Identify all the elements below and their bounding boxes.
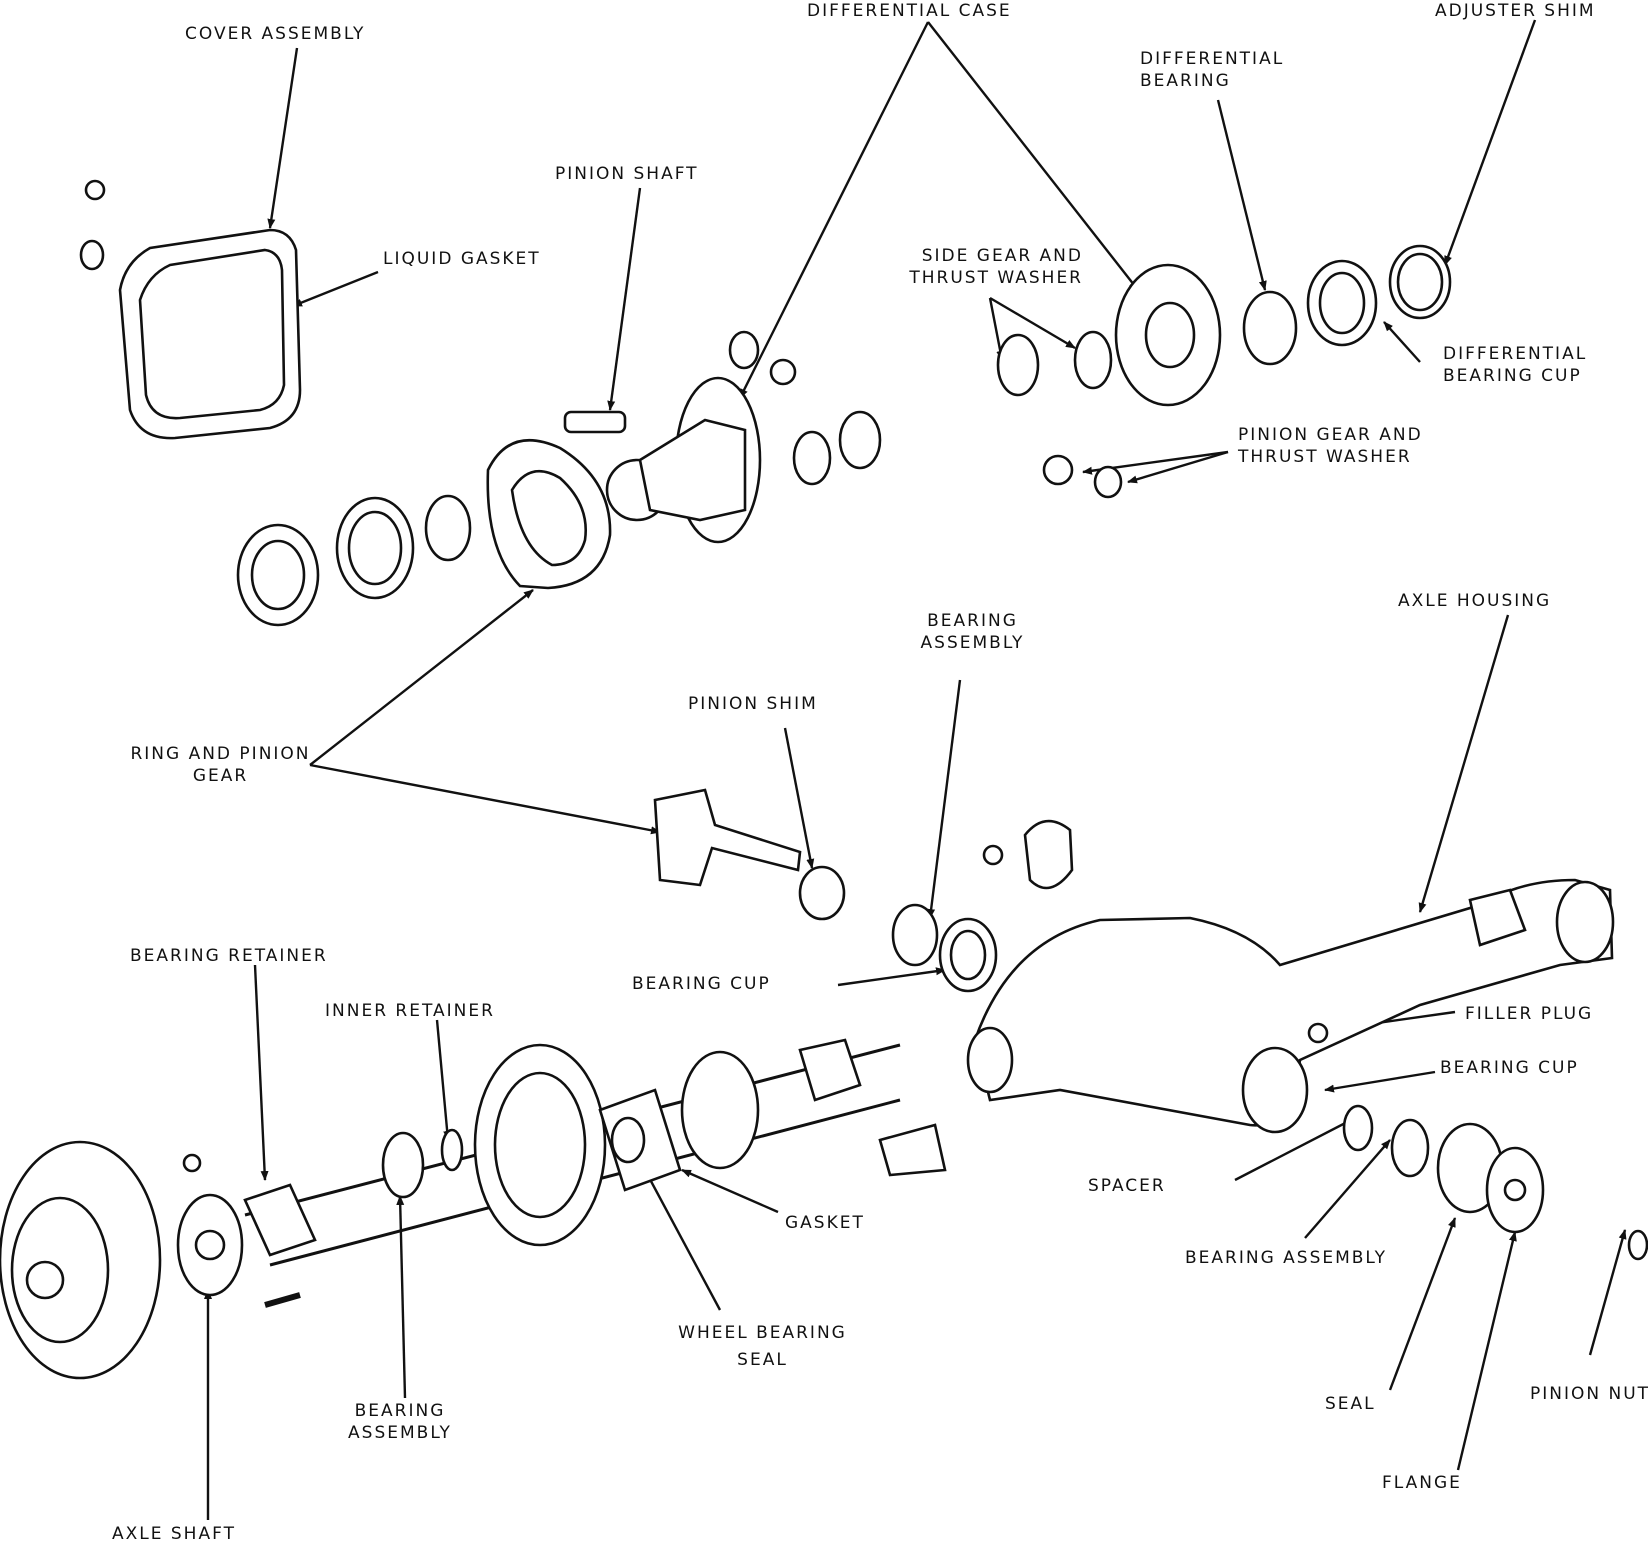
bearing-assembly-right-part [1390,1118,1430,1178]
housing-pinion-bore [1241,1046,1309,1134]
cover-clip [79,239,105,271]
label-ring-and-pinion-gear: RING AND PINION GEAR [130,744,311,786]
drive-pinion-part [653,788,802,887]
bearing-retainer-part [243,1183,317,1257]
label-adjuster-shim: ADJUSTER SHIM [1435,1,1596,21]
pinion-nut-part [1627,1229,1648,1261]
label-differential-bearing-cup: DIFFERENTIAL BEARING CUP [1443,344,1588,386]
axle-flange-hub [194,1229,226,1261]
label-bearing-assembly-bottom: BEARING ASSEMBLY [348,1401,452,1443]
label-flange: FLANGE [1382,1473,1462,1493]
label-liquid-gasket: LIQUID GASKET [383,249,541,269]
bearing-cap-part [1023,819,1074,890]
brake-drum-hub [25,1260,65,1300]
label-filler-plug: FILLER PLUG [1465,1004,1594,1024]
small-washer-top [728,330,760,370]
label-cover-assembly: COVER ASSEMBLY [185,24,366,44]
left-bearing-race-inner [347,510,403,586]
label-axle-shaft: AXLE SHAFT [112,1524,236,1544]
label-side-gear-thrust-washer: SIDE GEAR AND THRUST WASHER [909,246,1083,288]
label-spacer: SPACER [1088,1176,1166,1196]
label-differential-case: DIFFERENTIAL CASE [807,1,1012,21]
upper-nut [182,1153,202,1173]
label-axle-housing: AXLE HOUSING [1398,591,1552,611]
ring-gear-inner [510,469,587,567]
thrust-washer-right [1073,330,1113,390]
housing-bracket-left [878,1123,947,1177]
label-inner-retainer: INNER RETAINER [325,1001,495,1021]
parts [0,179,1648,1380]
pinion-thrust-washer-part [1093,465,1123,499]
side-gear-washer-left [792,430,832,486]
label-bearing-assembly-top: BEARING ASSEMBLY [920,611,1025,653]
axle-housing-flange-left [680,1050,760,1170]
label-pinion-nut: PINION NUT [1530,1384,1648,1404]
pinion-gear-part [1042,454,1074,486]
pinion-shim-part [798,865,846,921]
label-pinion-shaft: PINION SHAFT [555,164,699,184]
cover-bolt [84,179,106,201]
adjuster-shim-inner [1396,252,1444,312]
cover-inner-ring [138,248,286,420]
backing-plate-inner [493,1071,587,1219]
label-bearing-retainer: BEARING RETAINER [130,946,328,966]
label-bearing-assembly-right: BEARING ASSEMBLY [1185,1248,1388,1268]
label-pinion-shim: PINION SHIM [688,694,818,714]
differential-bearing-cup-inner [1318,271,1366,335]
wheel-bearing-seal-part [610,1116,646,1164]
spring-pad-right [1468,888,1527,947]
filler-plug-part [1307,1022,1329,1044]
small-pinion-top [769,358,797,386]
pinion-shaft-part [563,410,627,434]
differential-bearing-part [1242,290,1298,366]
axle-housing-end-right [1555,880,1615,964]
label-seal: SEAL [1325,1394,1376,1414]
differential-case-right-hub [1144,301,1196,369]
flange-hub [1503,1178,1527,1202]
side-gear-right [996,333,1040,397]
cap-bolt [982,844,1004,866]
left-roller-bearing [424,494,472,562]
label-differential-bearing: DIFFERENTIAL BEARING [1140,49,1285,91]
side-gear-left [838,410,882,470]
lower-bolt [264,1292,301,1308]
label-gasket: GASKET [785,1213,865,1233]
label-bearing-cup-right: BEARING CUP [1440,1058,1579,1078]
housing-bearing-cup-part [1342,1104,1374,1152]
label-wheel-bearing-seal: WHEEL BEARING SEAL [678,1323,847,1370]
label-pinion-gear-thrust-washer: PINION GEAR AND THRUST WASHER [1238,425,1423,467]
left-bearing-cup-inner [250,539,306,611]
axle-bearing-part [381,1131,425,1199]
axle-housing-end-left [966,1026,1014,1094]
spring-pad-left [798,1038,862,1102]
pinion-bearing-cup-inner [949,929,987,981]
inner-retainer-part [440,1128,464,1172]
label-bearing-cup-left: BEARING CUP [632,974,771,994]
pinion-bearing-assembly-part [891,903,939,967]
leader-lines [204,19,1627,1520]
differential-case-body [638,418,747,522]
